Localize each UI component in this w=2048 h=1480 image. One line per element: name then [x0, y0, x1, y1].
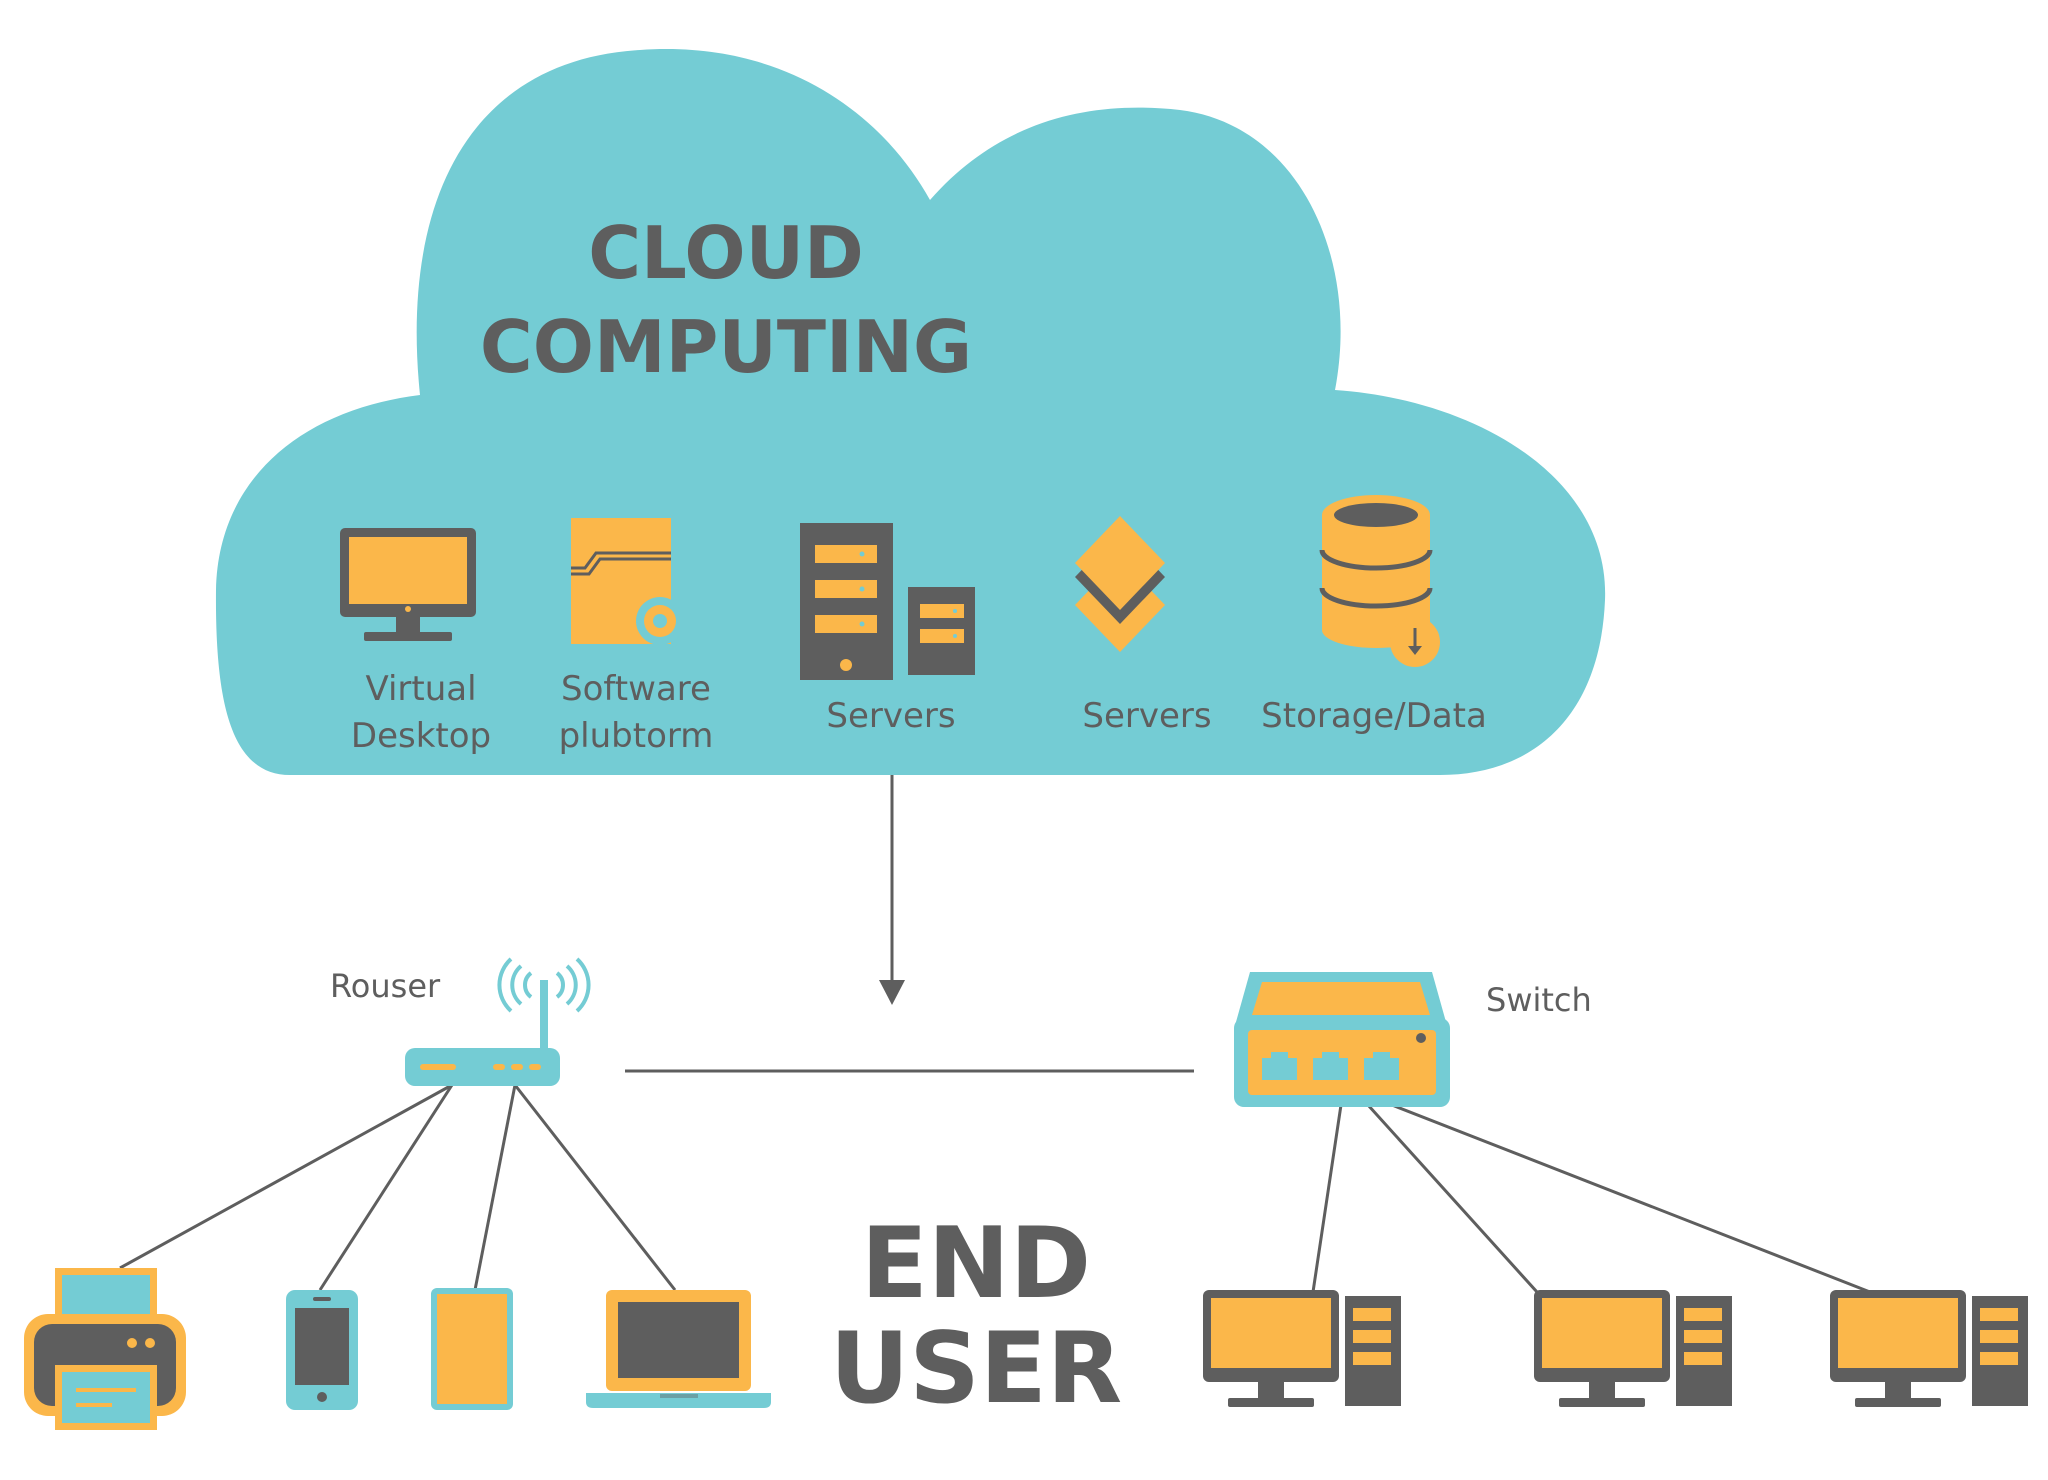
desktop-pc-icon [1534, 1290, 1732, 1407]
service-label-servers-2: Servers [1082, 696, 1211, 736]
cloud-title: CLOUD COMPUTING [480, 211, 972, 389]
monitor-icon [340, 528, 476, 641]
router-tablet-line [473, 1084, 517, 1291]
switch-pc2-line [1366, 1103, 1539, 1294]
arrow-down-icon [879, 980, 905, 1005]
service-label-storage: Storage/Data [1261, 696, 1487, 736]
desktop-pc-icon [1830, 1290, 2028, 1407]
connector-lines [119, 775, 1871, 1294]
printer-icon [24, 1268, 186, 1430]
switch-pc1-line [1311, 1104, 1343, 1293]
switch-pc3-line [1391, 1103, 1871, 1294]
service-label-servers-1: Servers [826, 696, 955, 736]
cloud-title-line2: COMPUTING [480, 305, 972, 389]
server-rack-icon [800, 523, 975, 680]
end-user-line1: END [861, 1207, 1091, 1321]
cloud-title-line1: CLOUD [588, 211, 864, 295]
router-phone-line [318, 1084, 454, 1291]
service-label-software-line2: plubtorm [559, 716, 714, 756]
database-icon [1319, 495, 1440, 667]
switch-icon [1234, 972, 1450, 1107]
router-label: Rouser [330, 967, 441, 1005]
end-user-line2: USER [830, 1312, 1123, 1426]
switch-label: Switch [1486, 981, 1592, 1019]
desktop-pc-icon [1203, 1290, 1401, 1407]
cloud-shape [215, 49, 1606, 776]
router-laptop-line [513, 1084, 677, 1291]
router-printer-line [119, 1083, 453, 1270]
smartphone-icon [286, 1290, 358, 1410]
layers-icon [1075, 516, 1165, 652]
software-box-icon [571, 518, 684, 645]
service-label-virtual-line2: Desktop [351, 716, 491, 756]
router-icon [405, 957, 591, 1086]
service-label-software-line1: Software [561, 669, 711, 709]
service-label-virtual-line1: Virtual [365, 669, 476, 709]
laptop-icon [586, 1290, 771, 1408]
tablet-icon [431, 1288, 513, 1410]
